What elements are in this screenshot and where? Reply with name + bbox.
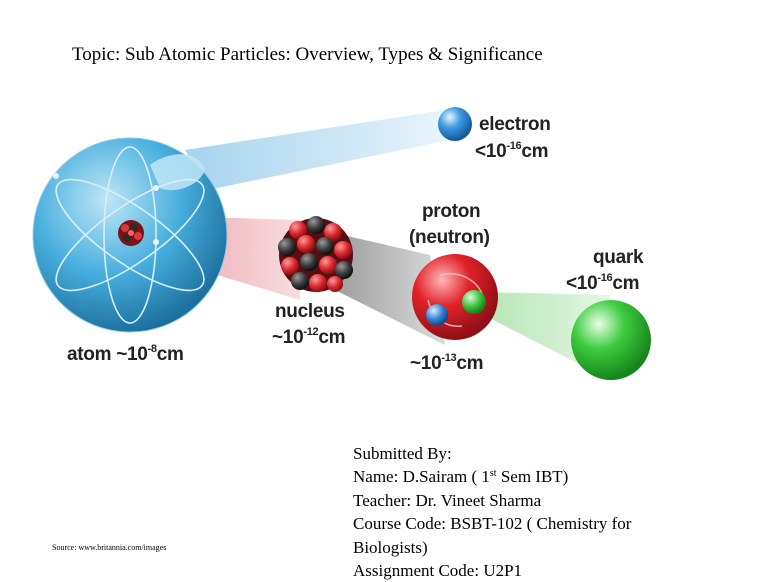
assignment-code: Assignment Code: U2P1 xyxy=(353,561,523,581)
atom-size-exp: -8 xyxy=(147,343,157,355)
quark-size-exp: -16 xyxy=(597,272,613,284)
proton-size-exp: -13 xyxy=(441,352,457,364)
quark-size-label: <10-16cm xyxy=(566,272,640,295)
quark-size-unit: cm xyxy=(612,273,640,294)
nucleus-size-unit: cm xyxy=(318,327,346,348)
proton-label: proton xyxy=(422,201,481,223)
proton-name: proton xyxy=(422,201,481,222)
atom-structure-diagram xyxy=(32,107,651,380)
neutron-name: (neutron) xyxy=(409,227,490,248)
quark-sphere xyxy=(571,300,651,380)
student-name-prefix: Name: D.Sairam ( 1 xyxy=(353,467,490,487)
proton-sphere xyxy=(412,254,498,340)
teacher-name: Teacher: Dr. Vineet Sharma xyxy=(353,490,542,510)
course-code-line1: Course Code: BSBT-102 ( Chemistry for xyxy=(353,514,632,534)
student-name-suffix: Sem IBT) xyxy=(496,467,569,487)
proton-size-prefix: ~10 xyxy=(410,353,442,374)
electron-size-label: <10-16cm xyxy=(475,140,549,163)
atom-size-prefix: ~10 xyxy=(116,344,148,365)
quark-name: quark xyxy=(593,247,644,268)
atom-label: atom ~10-8cm xyxy=(67,344,184,366)
nucleus-name: nucleus xyxy=(275,301,345,322)
electron-size-prefix: <10 xyxy=(475,141,507,162)
student-name: Name: D.Sairam ( 1st Sem IBT) xyxy=(353,465,713,488)
course-code-line2: Biologists) xyxy=(353,537,428,557)
image-source-credit: Source: www.britannia.com/images xyxy=(52,543,167,552)
nucleus-cluster xyxy=(278,216,353,292)
nucleus-label: nucleus xyxy=(275,301,345,323)
electron-size-exp: -16 xyxy=(506,140,522,152)
slide-title: Topic: Sub Atomic Particles: Overview, T… xyxy=(72,44,543,65)
electron-size-unit: cm xyxy=(521,141,549,162)
proton-size-label: ~10-13cm xyxy=(410,352,484,375)
submitted-by-heading: Submitted By: xyxy=(353,444,452,463)
quark-size-prefix: <10 xyxy=(566,273,598,294)
atom-size-unit: cm xyxy=(156,344,184,365)
atom-name: atom xyxy=(67,344,117,365)
student-name-sup: st xyxy=(489,468,497,480)
neutron-label: (neutron) xyxy=(409,227,490,249)
proton-beam xyxy=(330,232,445,345)
nucleus-size-prefix: ~10 xyxy=(272,327,304,348)
electron-name: electron xyxy=(479,114,551,135)
electron-sphere xyxy=(438,107,472,141)
nucleus-size-exp: -12 xyxy=(303,326,319,338)
electron-beam xyxy=(185,110,450,190)
nucleus-size-label: ~10-12cm xyxy=(272,326,346,349)
proton-size-unit: cm xyxy=(456,353,484,374)
atom-sphere xyxy=(32,137,228,333)
electron-label: electron xyxy=(479,114,551,136)
quark-label: quark xyxy=(593,247,644,269)
submission-details: Submitted By: Name: D.Sairam ( 1st Sem I… xyxy=(353,442,713,582)
